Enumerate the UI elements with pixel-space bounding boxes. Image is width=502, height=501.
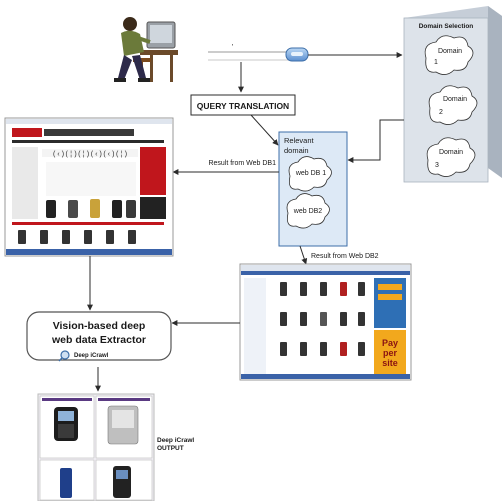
svg-text:site: site (382, 358, 398, 368)
result-db2-label: Result from Web DB2 (311, 253, 379, 260)
arrow-to-result-db2 (299, 245, 308, 265)
domain-3-number: 3 (435, 162, 439, 169)
query-input[interactable]: ' (208, 44, 300, 61)
domain-cloud-1: Domain 1 (424, 35, 474, 75)
svg-text:(‹)(¦)(¦)(‹)(‹)(¦): (‹)(¦)(¦)(‹)(‹)(¦) (52, 151, 128, 159)
web-db-2-label: web DB2 (293, 208, 323, 215)
query-translation-label: QUERY TRANSLATION (197, 101, 289, 111)
web-db-1-label: web DB 1 (295, 170, 326, 177)
extractor-line-2: web data Extractor (51, 334, 146, 346)
search-button-icon[interactable] (285, 47, 309, 62)
user-at-computer-icon (114, 17, 178, 82)
domain-2-number: 2 (439, 109, 443, 116)
web-db-cloud-2: web DB2 (286, 193, 330, 229)
domain-selection-title: Domain Selection (419, 23, 474, 30)
extractor-badge: Deep iCrawl (74, 353, 109, 359)
output-screenshot (37, 393, 155, 501)
output-label-1: Deep iCrawl (157, 437, 194, 444)
magnifier-icon (58, 350, 70, 362)
output-label-2: OUTPUT (157, 445, 184, 452)
relevant-domain-panel: Relevant domain (278, 131, 348, 247)
arrow-to-relevant-domain (250, 114, 279, 146)
domain-1-label: Domain (438, 48, 462, 55)
web-db2-result-screenshot: Pay per site (239, 263, 412, 381)
domain-3-label: Domain (439, 149, 463, 156)
relevant-domain-title-2: domain (284, 146, 309, 155)
domain-2-label: Domain (443, 96, 467, 103)
query-input-mark: ' (232, 44, 233, 51)
extractor-box: Vision-based deep web data Extractor (26, 311, 172, 361)
extractor-line-1: Vision-based deep (53, 320, 146, 332)
web-db-cloud-1: web DB 1 (288, 156, 332, 192)
domain-cloud-2: Domain 2 (428, 85, 478, 125)
relevant-domain-title-1: Relevant (284, 136, 315, 145)
svg-text:per: per (383, 348, 398, 358)
result-db1-label: Result from Web DB1 (208, 160, 276, 167)
svg-text:Pay: Pay (382, 338, 398, 348)
domain-1-number: 1 (434, 59, 438, 66)
arrow-domain-to-relevant (347, 119, 404, 163)
web-db1-result-screenshot: (‹)(¦)(¦)(‹)(‹)(¦) (4, 117, 174, 257)
domain-cloud-3: Domain 3 (426, 137, 476, 177)
query-translation-box: QUERY TRANSLATION (190, 94, 296, 116)
